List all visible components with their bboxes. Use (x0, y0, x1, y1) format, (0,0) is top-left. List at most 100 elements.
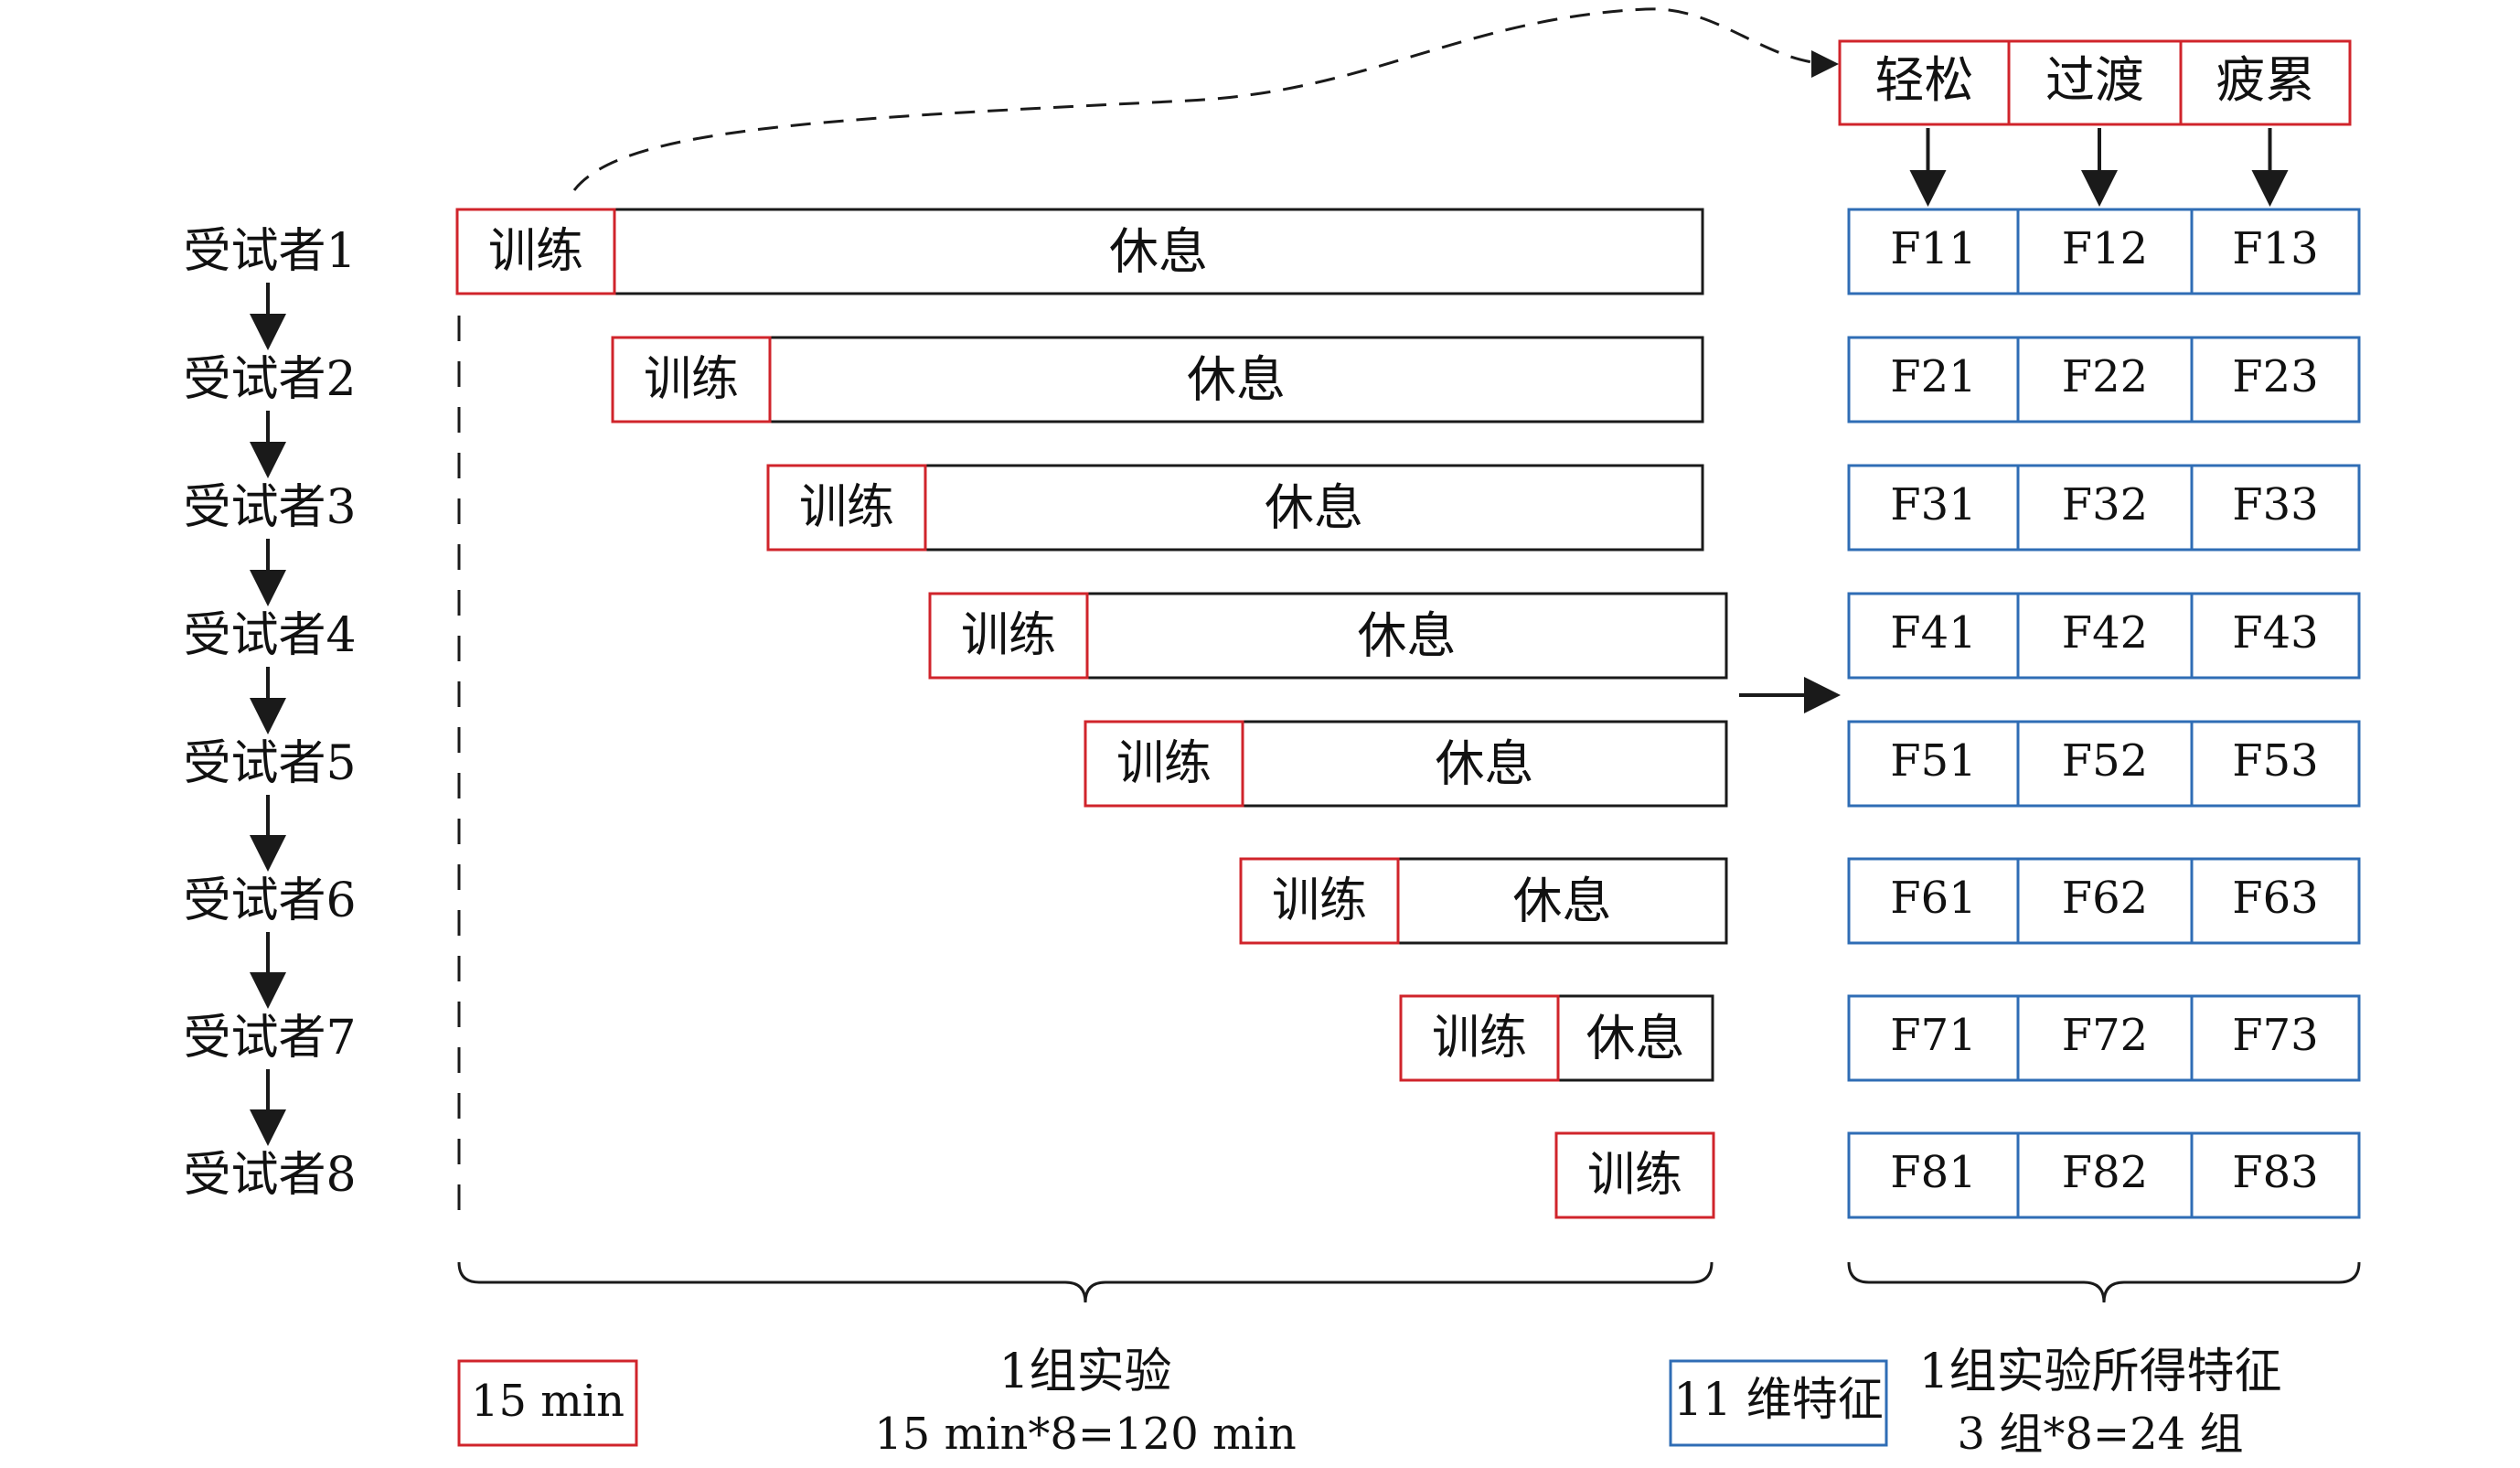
state-cell (2007, 39, 2183, 126)
feature-cell (1847, 720, 2020, 808)
time-unit-box (457, 1359, 638, 1447)
feature-cell (2016, 994, 2194, 1082)
rest-label: 休息 (1358, 607, 1457, 665)
feature-cell (1847, 336, 2020, 423)
subject-label: 受试者8 (183, 1148, 356, 1203)
feature-label: F63 (2232, 873, 2318, 924)
feature-label: F13 (2232, 223, 2318, 274)
feature-label: F62 (2062, 873, 2148, 924)
feature-label: F51 (1890, 735, 1976, 787)
feature-cell (1847, 464, 2020, 552)
feature-label: F32 (2062, 479, 2148, 530)
train-label: 训练 (961, 608, 1056, 663)
subject-label: 受试者7 (183, 1011, 356, 1066)
feature-label: F31 (1890, 479, 1976, 530)
feature-label: F41 (1890, 607, 1976, 659)
feature-cell (2016, 208, 2194, 295)
feature-cell (1847, 1131, 2020, 1219)
feature-cell (2190, 208, 2361, 295)
train-block (1554, 1131, 1715, 1219)
rest-block (768, 336, 1704, 423)
feature-label: F72 (2062, 1010, 2148, 1061)
feature-cell (2190, 720, 2361, 808)
train-block (1399, 994, 1560, 1082)
train-block (1239, 857, 1400, 945)
rest-block (1396, 857, 1728, 945)
feature-cell (2016, 464, 2194, 552)
feature-cell (2190, 464, 2361, 552)
feature-label-total: 1组实验所得特征 (1918, 1345, 2281, 1399)
state-label: 轻松 (1875, 51, 1974, 109)
rest-label: 休息 (1436, 735, 1534, 793)
train-label: 训练 (1587, 1148, 1682, 1203)
experiment-label: 1组实验 (998, 1345, 1171, 1399)
feature-label: F21 (1890, 351, 1976, 402)
train-label: 训练 (644, 352, 739, 407)
feature-label: F83 (2232, 1147, 2318, 1198)
feature-cell (2016, 857, 2194, 945)
train-label: 训练 (488, 224, 583, 279)
feature-cell (2016, 1131, 2194, 1219)
state-label: 过渡 (2045, 51, 2144, 109)
train-label: 训练 (1432, 1011, 1527, 1066)
subject-label: 受试者5 (183, 736, 356, 791)
rest-block (1556, 994, 1714, 1082)
feature-cell (2016, 720, 2194, 808)
feature-label: F82 (2062, 1147, 2148, 1198)
subject-label: 受试者2 (183, 352, 356, 407)
state-cell (2179, 39, 2352, 126)
feature-label: F23 (2232, 351, 2318, 402)
subject-label: 受试者6 (183, 873, 356, 928)
feature-label: F81 (1890, 1147, 1976, 1198)
train-block (455, 208, 616, 295)
connectors-and-braces (457, 7, 2361, 1303)
feature-label: F53 (2232, 735, 2318, 787)
feature-cell (2190, 592, 2361, 680)
feature-brace (1847, 1261, 2361, 1303)
feature-unit-label: 11 维特征 (1673, 1373, 1884, 1426)
feature-cell (2016, 336, 2194, 423)
feature-label: F71 (1890, 1010, 1976, 1061)
subject-label: 受试者1 (183, 224, 356, 279)
train-block (928, 592, 1089, 680)
feature-label: F33 (2232, 479, 2318, 530)
feature-cell (2190, 336, 2361, 423)
dashed-connector (572, 7, 1839, 191)
feature-label: F43 (2232, 607, 2318, 659)
feature-label: F22 (2062, 351, 2148, 402)
feature-label: F11 (1890, 223, 1976, 274)
feature-label: F61 (1890, 873, 1976, 924)
feature-label: F12 (2062, 223, 2148, 274)
feature-cell (2190, 994, 2361, 1082)
subject-column: 受试者1 受试者2 受试者3 受试者4 受试者5 受试者6 受试者7 受试者8 (183, 224, 356, 1203)
feature-cell (1847, 208, 2020, 295)
feature-formula: 3 组*8=24 组 (1958, 1409, 2244, 1460)
experiment-formula: 15 min*8=120 min (874, 1409, 1297, 1460)
feature-label: F73 (2232, 1010, 2318, 1061)
train-label: 训练 (799, 480, 894, 535)
rest-block (613, 208, 1704, 295)
timeline-brace (457, 1261, 1714, 1303)
feature-cell (2190, 1131, 2361, 1219)
rest-label: 休息 (1513, 873, 1612, 930)
train-label: 训练 (1272, 873, 1367, 928)
rest-label: 休息 (1265, 479, 1363, 537)
feature-label: F42 (2062, 607, 2148, 659)
feature-cell (2190, 857, 2361, 945)
train-block (1084, 720, 1244, 808)
state-header: 轻松 过渡 疲累 (1838, 39, 2352, 207)
train-block (611, 336, 772, 423)
state-label: 疲累 (2216, 51, 2315, 109)
time-unit-label: 15 min (471, 1376, 625, 1427)
rest-label: 休息 (1109, 223, 1208, 281)
subject-label: 受试者4 (183, 608, 356, 663)
rest-label: 休息 (1187, 351, 1286, 409)
train-block (766, 464, 927, 552)
feature-label: F52 (2062, 735, 2148, 787)
legend: 15 min 1组实验 15 min*8=120 min 11 维特征 1组实验所得特征… (457, 1345, 2282, 1460)
subject-label: 受试者3 (183, 480, 356, 535)
